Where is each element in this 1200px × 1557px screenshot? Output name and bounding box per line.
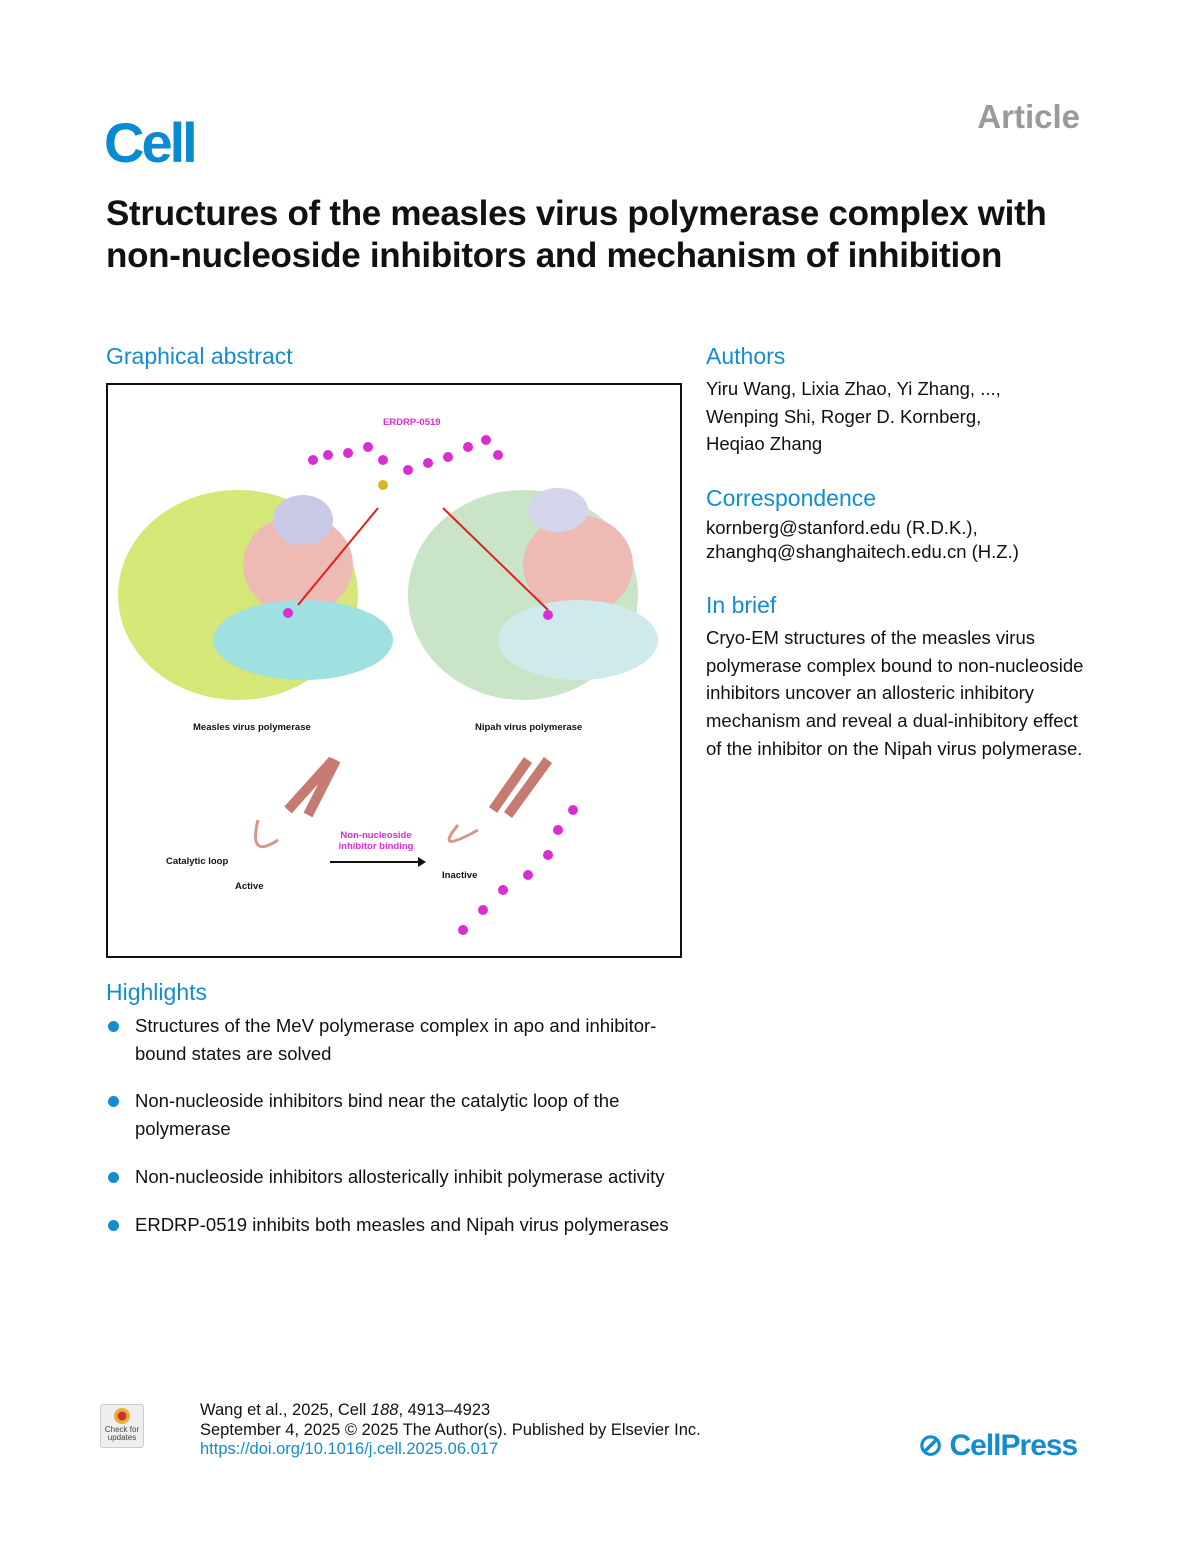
authors-list: Yiru Wang, Lixia Zhao, Yi Zhang, ..., We… xyxy=(706,375,1001,458)
citation-footer: Wang et al., 2025, Cell 188, 4913–4923 S… xyxy=(200,1401,701,1460)
correspondence-heading: Correspondence xyxy=(706,485,877,511)
check-for-updates-badge[interactable]: Check for updates xyxy=(100,1404,144,1448)
cellpress-mark-icon: ⊘ xyxy=(918,1429,950,1462)
in-brief-text: Cryo-EM structures of the measles virus … xyxy=(706,627,1084,759)
date-line: September 4, 2025 © 2025 The Author(s). … xyxy=(200,1420,701,1439)
graphical-abstract-image xyxy=(118,435,658,935)
catalytic-loop-label: Catalytic loop xyxy=(166,856,229,867)
doi-link[interactable]: https://doi.org/10.1016/j.cell.2025.06.0… xyxy=(200,1440,499,1458)
email-link[interactable]: kornberg@stanford.edu (R.D.K.), xyxy=(706,517,978,538)
highlight-item: ERDRP-0519 inhibits both measles and Nip… xyxy=(106,1211,696,1239)
article-type: Article xyxy=(977,98,1080,135)
paper-title: Structures of the measles virus polymera… xyxy=(106,194,1047,275)
measles-polymerase-label: Measles virus polymerase xyxy=(193,722,311,733)
authors-line: Heqiao Zhang xyxy=(706,433,823,455)
cellpress-text: CellPress xyxy=(949,1429,1078,1462)
citation-line: Wang et al., 2025, Cell 188, 4913–4923 xyxy=(200,1401,701,1421)
graphical-abstract-heading: Graphical abstract xyxy=(106,343,293,369)
citation-volume: 188 xyxy=(370,1401,399,1419)
highlight-item: Non-nucleoside inhibitors allosterically… xyxy=(106,1163,696,1191)
authors-heading: Authors xyxy=(706,343,786,369)
check-updates-text: Check for updates xyxy=(104,1425,140,1442)
highlights-heading: Highlights xyxy=(106,979,207,1005)
correspondence-emails: kornberg@stanford.edu (R.D.K.), zhanghq@… xyxy=(706,516,1019,564)
inactive-label: Inactive xyxy=(442,870,478,881)
arrow-label-line: inhibitor binding xyxy=(338,841,414,852)
authors-line: Wenping Shi, Roger D. Kornberg, xyxy=(706,405,982,427)
authors-line: Yiru Wang, Lixia Zhao, Yi Zhang, ..., xyxy=(706,378,1001,399)
active-label: Active xyxy=(235,881,264,892)
highlights-list: Structures of the MeV polymerase complex… xyxy=(106,1012,696,1258)
compound-label: ERDRP-0519 xyxy=(383,417,441,428)
cellpress-logo: ⊘ CellPress xyxy=(918,1428,1078,1463)
cell-journal-logo: Cell xyxy=(104,111,198,174)
highlight-item: Non-nucleoside inhibitors bind near the … xyxy=(106,1087,696,1142)
check-for-updates-icon xyxy=(114,1408,130,1424)
in-brief-heading: In brief xyxy=(706,592,777,618)
nipah-polymerase-label: Nipah virus polymerase xyxy=(475,722,583,733)
citation-prefix: Wang et al., 2025, Cell xyxy=(200,1401,371,1419)
email-link[interactable]: zhanghq@shanghaitech.edu.cn (H.Z.) xyxy=(706,541,1019,562)
arrow-label-line: Non-nucleoside xyxy=(340,830,412,841)
citation-pages: , 4913–4923 xyxy=(398,1401,491,1419)
highlight-item: Structures of the MeV polymerase complex… xyxy=(106,1012,696,1067)
graphical-abstract: ERDRP-0519 Measles virus polymerase Nipa… xyxy=(106,383,682,958)
